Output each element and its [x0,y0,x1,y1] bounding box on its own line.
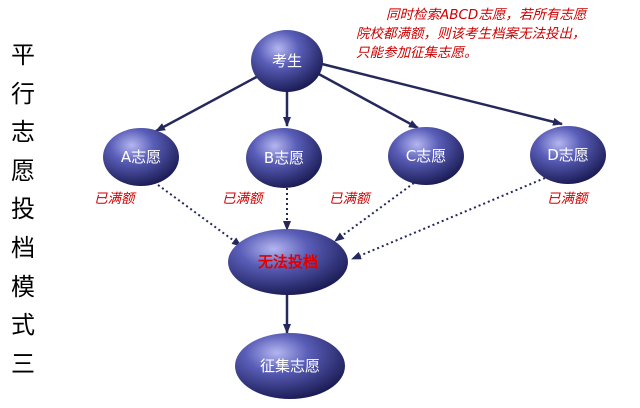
node-a: A志愿 [103,128,179,186]
node-b-label: B志愿 [264,149,304,167]
node-b: B志愿 [246,128,322,188]
status-a: 已满额 [94,191,137,207]
node-student-label: 考生 [272,52,302,70]
note-line-2: 院校都满额，则该考生档案无法投出， [356,26,586,42]
dotted-arrows [153,177,546,260]
node-fail-label: 无法投档 [257,253,318,271]
node-d-label: D志愿 [547,146,589,164]
dotted-arrow-d-to-fail [351,177,546,260]
node-collect-label: 征集志愿 [260,357,320,375]
solid-arrows [155,62,563,334]
node-collect: 征集志愿 [235,333,345,399]
node-student: 考生 [251,30,323,92]
title-char: 平 [11,41,35,69]
arrow-student-to-d [321,62,563,126]
note-line-1: 同时检索ABCD志愿，若所有志愿 [386,7,587,23]
node-a-label: A志愿 [121,148,161,166]
arrow-student-to-a [155,72,263,133]
node-d: D志愿 [530,126,606,184]
vertical-title: 平 行 志 愿 投 档 模 式 三 [8,36,38,383]
node-c-label: C志愿 [406,147,446,165]
note-line-3: 只能参加征集志愿。 [356,45,478,61]
dotted-arrow-a-to-fail [153,181,242,247]
status-c: 已满额 [329,191,372,207]
node-c: C志愿 [388,127,464,185]
title-char: 档 [11,233,35,262]
arrow-student-to-c [314,70,419,130]
status-d: 已满额 [547,191,590,207]
node-fail: 无法投档 [228,229,348,295]
title-char: 式 [11,311,35,340]
title-char: 三 [11,349,35,378]
title-char: 行 [11,79,35,108]
dotted-arrow-c-to-fail [334,179,419,242]
title-char: 愿 [11,156,35,185]
title-char: 模 [11,272,35,301]
title-char: 志 [11,118,35,147]
explanation-note: 同时检索ABCD志愿，若所有志愿 院校都满额，则该考生档案无法投出， 只能参加征… [356,6,624,63]
status-b: 已满额 [222,191,265,207]
title-char: 投 [11,195,35,224]
